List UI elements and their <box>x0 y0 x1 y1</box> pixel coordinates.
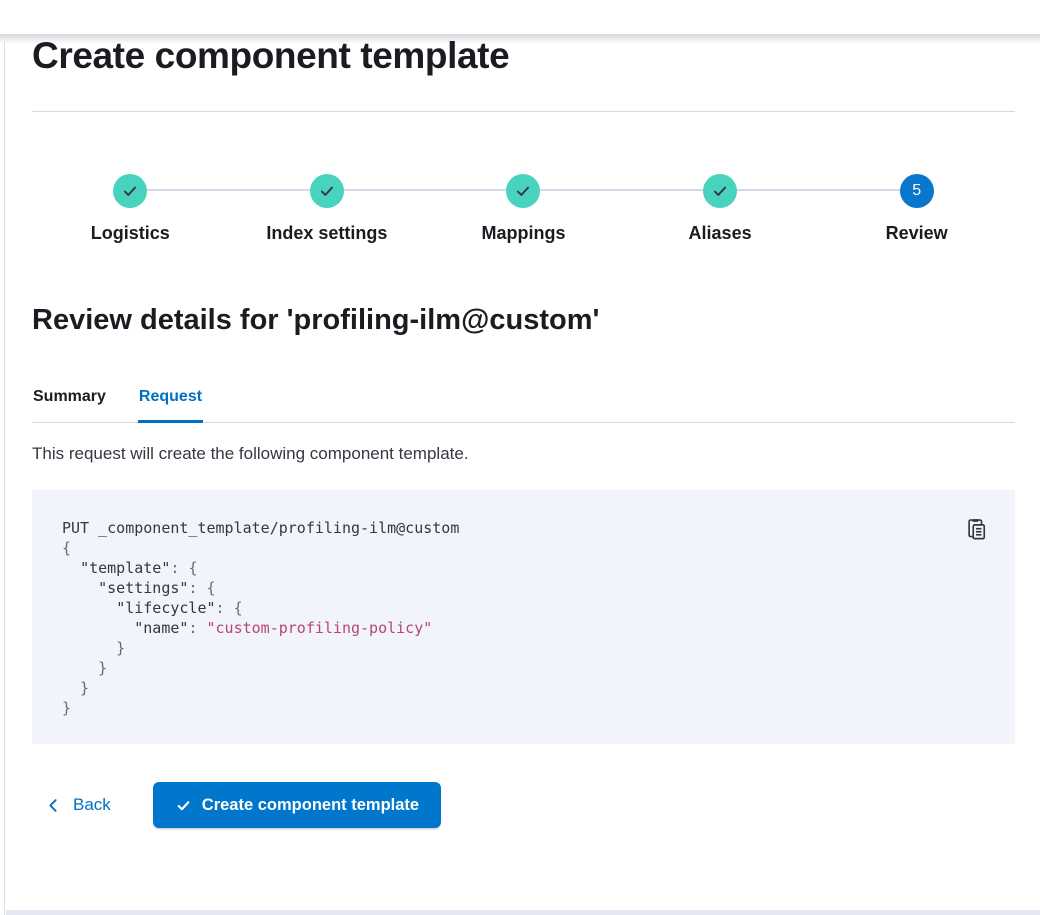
step-mappings[interactable]: Mappings <box>425 174 622 244</box>
code-token: : <box>188 619 207 637</box>
create-component-template-button-label: Create component template <box>201 795 420 814</box>
step-label: Mappings <box>481 223 566 243</box>
review-tabs: Summary Request <box>32 372 1015 423</box>
code-token: { <box>206 579 216 597</box>
code-token <box>62 599 116 617</box>
copy-to-clipboard-button[interactable] <box>963 516 989 542</box>
code-token: : <box>215 599 234 617</box>
code-token: "settings" <box>98 579 189 597</box>
step-index-settings[interactable]: Index settings <box>229 174 426 244</box>
title-divider <box>32 111 1015 112</box>
check-icon <box>175 797 192 814</box>
code-token <box>62 559 80 577</box>
check-icon <box>506 174 541 208</box>
code-token: } <box>62 699 72 717</box>
code-token: PUT _component_template/profiling-ilm@cu… <box>62 519 460 537</box>
step-label: Review <box>885 223 948 243</box>
step-aliases[interactable]: Aliases <box>622 174 819 244</box>
code-token: } <box>62 659 108 677</box>
code-token <box>62 619 134 637</box>
code-token: : <box>170 559 189 577</box>
check-icon <box>309 174 344 208</box>
code-token <box>62 579 98 597</box>
step-label: Index settings <box>266 223 388 243</box>
code-token: } <box>62 639 126 657</box>
copy-clipboard-icon <box>965 518 987 540</box>
request-code: PUT _component_template/profiling-ilm@cu… <box>62 518 985 718</box>
code-token: "lifecycle" <box>116 599 216 617</box>
code-token: { <box>188 559 198 577</box>
code-token: "name" <box>134 619 189 637</box>
step-label: Aliases <box>688 223 752 243</box>
tab-request[interactable]: Request <box>138 372 203 423</box>
code-token: "custom-profiling-policy" <box>206 619 433 637</box>
tab-summary[interactable]: Summary <box>32 372 107 423</box>
step-number: 5 <box>899 174 934 208</box>
code-token: : <box>188 579 207 597</box>
wizard-footer: Back Create component template <box>32 782 1015 828</box>
step-label: Logistics <box>90 223 170 243</box>
create-component-template-page: Create component template Logistics Index… <box>0 34 1040 828</box>
code-token: { <box>233 599 243 617</box>
page-title: Create component template <box>32 35 510 76</box>
check-icon <box>113 174 148 208</box>
code-token: } <box>62 679 90 697</box>
create-component-template-button[interactable]: Create component template <box>152 782 442 828</box>
code-token: { <box>62 539 72 557</box>
check-icon <box>703 174 738 208</box>
request-code-block: PUT _component_template/profiling-ilm@cu… <box>32 490 1015 744</box>
request-description: This request will create the following c… <box>32 444 469 463</box>
bottom-strip <box>6 910 1040 915</box>
step-logistics[interactable]: Logistics <box>32 174 229 244</box>
review-heading: Review details for 'profiling-ilm@custom… <box>32 304 600 336</box>
chevron-left-icon <box>45 797 62 814</box>
code-token: "template" <box>80 559 171 577</box>
left-edge-border <box>4 42 5 915</box>
back-button-label: Back <box>73 795 111 814</box>
back-button[interactable]: Back <box>32 795 119 815</box>
